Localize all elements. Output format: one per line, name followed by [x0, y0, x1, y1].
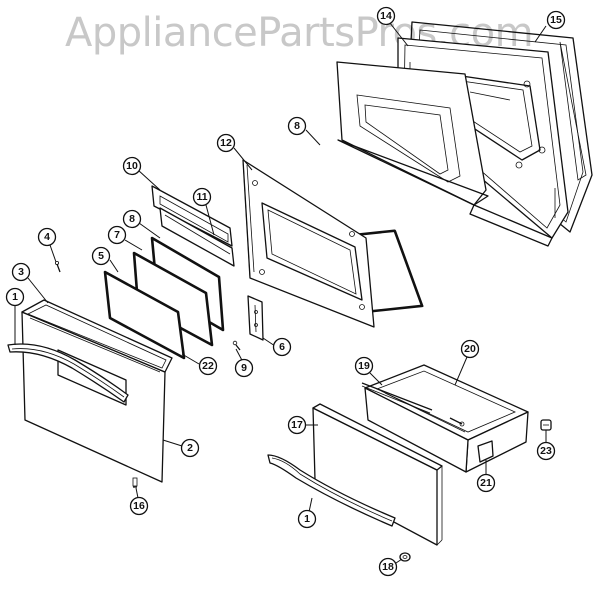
callout-19: 19 — [354, 356, 374, 376]
callout-label: 10 — [126, 160, 138, 172]
callout-label: 4 — [44, 231, 50, 243]
callout-2: 2 — [180, 438, 200, 458]
callout-label: 2 — [187, 442, 193, 454]
middle-glass-panel-part — [132, 251, 214, 347]
callout-20: 20 — [460, 339, 480, 359]
callout-label: 20 — [464, 343, 476, 355]
callout-22: 22 — [198, 356, 218, 376]
callout-1-lower: 1 — [297, 509, 317, 529]
callout-label: 16 — [133, 500, 145, 512]
callout-label: 14 — [380, 10, 392, 22]
callout-6: 6 — [272, 337, 292, 357]
callout-label: 7 — [114, 229, 120, 241]
callout-15: 15 — [546, 10, 566, 30]
callout-12: 12 — [216, 133, 236, 153]
leveler-part — [399, 552, 411, 562]
callout-1-upper: 1 — [5, 287, 25, 307]
callout-17: 17 — [287, 415, 307, 435]
clip-part — [540, 419, 552, 431]
hinge-bracket-part — [247, 295, 264, 341]
callout-10: 10 — [122, 156, 142, 176]
leader-lines — [14, 17, 547, 564]
callout-label: 19 — [358, 360, 370, 372]
callout-label: 3 — [18, 266, 24, 278]
callout-7: 7 — [107, 225, 127, 245]
drawer-handle-part — [267, 454, 396, 527]
vent-rail-part — [151, 185, 235, 267]
callout-8-upper: 8 — [287, 116, 307, 136]
callout-label: 15 — [550, 14, 562, 26]
callout-14: 14 — [376, 6, 396, 26]
callout-8-lower: 8 — [122, 209, 142, 229]
callout-21: 21 — [476, 473, 496, 493]
callout-5: 5 — [91, 246, 111, 266]
callout-label: 11 — [196, 191, 207, 203]
door-handle-part — [7, 343, 129, 403]
drawer-rail-part — [361, 382, 465, 427]
callout-9: 9 — [234, 358, 254, 378]
callout-23: 23 — [536, 441, 556, 461]
small-screw-part — [55, 260, 61, 273]
callout-label: 12 — [220, 137, 232, 149]
callout-18: 18 — [378, 557, 398, 577]
callout-label: 1 — [12, 291, 18, 303]
callout-label: 17 — [291, 419, 303, 431]
drawer-box-part — [364, 364, 529, 473]
callout-label: 8 — [294, 120, 300, 132]
callout-3: 3 — [11, 262, 31, 282]
callout-label: 5 — [98, 250, 104, 262]
callout-label: 9 — [241, 362, 247, 374]
callout-label: 22 — [202, 360, 214, 372]
callout-label: 8 — [129, 213, 135, 225]
callout-4: 4 — [37, 227, 57, 247]
inner-glass-panel-part — [103, 270, 186, 360]
inner-door-frame-part — [242, 159, 375, 328]
door-bumper-part — [132, 477, 138, 488]
door-panel-part — [336, 61, 553, 247]
callout-label: 21 — [480, 477, 492, 489]
callout-16: 16 — [129, 496, 149, 516]
callout-label: 18 — [382, 561, 394, 573]
screw-part — [232, 340, 241, 351]
callout-label: 1 — [304, 513, 310, 525]
callout-label: 23 — [540, 445, 552, 457]
callout-11: 11 — [192, 187, 212, 207]
drawer-front-part — [312, 403, 443, 546]
callout-label: 6 — [279, 341, 285, 353]
